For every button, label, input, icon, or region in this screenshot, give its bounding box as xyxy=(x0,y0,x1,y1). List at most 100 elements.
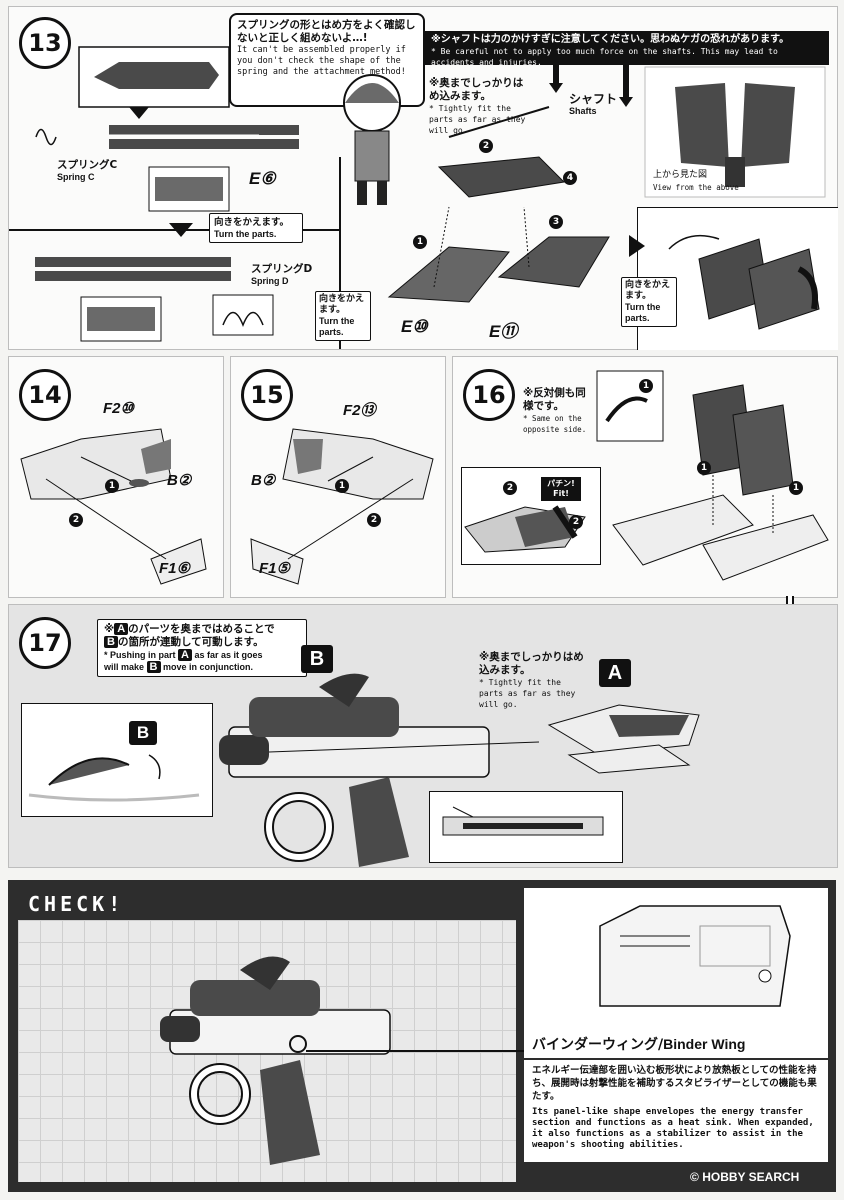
step13-order-1: 1 xyxy=(413,235,427,249)
step16-inset-illustration xyxy=(464,505,586,553)
spring-note-en: It can't be assembled properly if you do… xyxy=(237,45,406,77)
down-arrow-icon xyxy=(169,223,193,237)
spring-c-insertion-assembly xyxy=(109,125,299,149)
shaft-jp: シャフト xyxy=(569,92,618,106)
turn2-en: Turn the parts. xyxy=(319,316,355,337)
shaft-label: シャフト Shafts xyxy=(569,93,617,117)
callout-b-large: B xyxy=(301,645,333,673)
part-e6: E⑥ xyxy=(249,169,276,188)
spring-c-en: Spring C xyxy=(57,172,95,182)
part-a-illustration xyxy=(547,704,700,774)
spring-c-jp: スプリングC xyxy=(57,159,118,171)
step13-order-3: 3 xyxy=(549,215,563,229)
opposite-jp: ※反対側も同様です。 xyxy=(523,387,586,412)
linkage-label-a: A xyxy=(114,623,129,635)
spring-d-illustration xyxy=(212,294,274,336)
check-weapon-illustration xyxy=(160,956,391,1165)
linkage-note-jp-a: ※ xyxy=(104,623,115,635)
step17-tight-fit-note: ※奥までしっかりはめ込みます。 * Tightly fit the parts … xyxy=(479,651,589,710)
view-above-label: 上から見た図 View from the above xyxy=(653,169,739,193)
spring-note-bubble: スプリングの形とはめ方をよく確認しないと正しく組めないよ…! It can't … xyxy=(229,13,425,107)
step13-main-assembly xyxy=(387,106,610,303)
opposite-side-note: ※反対側も同様です。 * Same on the opposite side. xyxy=(523,387,593,435)
step13-divider xyxy=(9,229,339,231)
linkage-note-en-b: as far as it goes xyxy=(194,650,263,660)
step14-part-bottom: F1⑥ xyxy=(159,560,190,577)
spring-d-insertion-assembly xyxy=(35,257,231,281)
step14-panel: 14 F2⑩ 1 2 B② F1⑥ xyxy=(8,356,224,598)
view-above-en: View from the above xyxy=(653,183,739,192)
linkage-label-b: B xyxy=(104,636,118,648)
turn3-jp: 向きをかえます。 xyxy=(625,280,671,301)
binder-wing-name-en: Binder Wing xyxy=(663,1036,746,1052)
step15-number: 15 xyxy=(241,369,293,421)
turn-parts-note: 向きをかえます。 Turn the parts. xyxy=(209,213,303,243)
part-e10: E⑩ xyxy=(401,317,428,336)
binder-wing-name-jp: バインダーウィング xyxy=(532,1037,658,1053)
tight-fit-jp: ※奥までしっかりはめ込みます。 xyxy=(429,77,524,102)
turn-en: Turn the parts. xyxy=(214,229,277,239)
turn-arrow-icon xyxy=(629,235,645,257)
hobby-search-watermark: © HOBBY SEARCH xyxy=(690,1170,799,1184)
spring-c-label: スプリングC Spring C xyxy=(57,159,117,183)
step16-number: 16 xyxy=(463,369,515,421)
binder-wing-description: エネルギー伝達部を囲い込む板形状により放熱板としての性能を持ち、展開時は射撃性能… xyxy=(524,1060,828,1162)
binder-wing-illustration xyxy=(599,905,791,1007)
tight-fit-note: ※奥までしっかりはめ込みます。 * Tightly fit the parts … xyxy=(429,77,529,136)
step13-order-2: 2 xyxy=(479,139,493,153)
binder-wing-title: バインダーウィング/Binder Wing xyxy=(524,1030,828,1058)
spring-d-jp: スプリングD xyxy=(251,263,313,275)
turn-parts-note-3: 向きをかえます。 Turn the parts. xyxy=(621,277,677,327)
linkage-note-en-c: will make xyxy=(104,662,145,672)
step15-panel: 15 F2⑬ B② 1 2 F1⑤ xyxy=(230,356,446,598)
part-e11: E⑪ xyxy=(489,322,518,341)
spring-c-closeup xyxy=(148,166,230,212)
weapon-assembly-illustration xyxy=(219,673,540,867)
step17-number: 17 xyxy=(19,617,71,669)
zoom-detail-illustration xyxy=(442,806,604,836)
linkage-label-b-en: B xyxy=(146,661,161,673)
turn2-jp: 向きをかえます。 xyxy=(319,294,365,315)
step16-closeup-order-1: 1 xyxy=(639,379,653,393)
step15-order-2: 2 xyxy=(367,513,381,527)
turned-parts-illustration xyxy=(668,234,820,330)
step16-inset-order-2: 2 xyxy=(503,481,517,495)
opposite-en: * Same on the opposite side. xyxy=(523,414,587,434)
detail-b-label: B xyxy=(129,721,157,745)
linkage-note-jp-c: の箇所が連動して可動します。 xyxy=(117,636,264,648)
linkage-note-en: * Pushing in part A as far as it goes wi… xyxy=(104,649,300,673)
step16-order-1a: 1 xyxy=(697,461,711,475)
step16-inset-order-2b: 2 xyxy=(569,515,583,529)
callout-a-large: A xyxy=(599,659,631,687)
step14-number: 14 xyxy=(19,369,71,421)
step14-plate-illustration xyxy=(20,428,207,585)
view-above-jp: 上から見た図 xyxy=(653,170,708,180)
step15-part-mid: B② xyxy=(251,472,276,489)
check-title: CHECK! xyxy=(28,892,125,916)
check-pointer-line xyxy=(306,1050,532,1052)
linkage-label-a-en: A xyxy=(178,649,192,661)
part-assembly-illustration-top xyxy=(78,46,230,119)
copyright-icon: © xyxy=(690,1170,703,1184)
step14-part-top: F2⑩ xyxy=(103,400,134,417)
step13-vdivider xyxy=(339,157,341,349)
view-from-above-illustration xyxy=(644,66,826,198)
step15-plate-illustration xyxy=(250,428,434,585)
turn3-en: Turn the parts. xyxy=(625,302,661,323)
fit-sound-badge: パチン! Fit! xyxy=(541,477,581,501)
step15-order-1: 1 xyxy=(335,479,349,493)
linkage-note-en-d: move in conjunction. xyxy=(163,662,254,672)
step16-panel: 16 ※反対側も同様です。 * Same on the opposite sid… xyxy=(452,356,838,598)
spring-note-jp: スプリングの形とはめ方をよく確認しないと正しく組めないよ…! xyxy=(237,19,416,44)
binder-wing-name-sep: / xyxy=(658,1037,664,1053)
linkage-note-jp-b: のパーツを奥まではめることで xyxy=(128,623,275,635)
step13-number: 13 xyxy=(19,17,71,69)
shaft-insert-arrows xyxy=(549,63,633,107)
detail-b-illustration xyxy=(28,754,200,802)
step17-tight-fit-jp: ※奥までしっかりはめ込みます。 xyxy=(479,651,584,676)
step13-order-4: 4 xyxy=(563,171,577,185)
step16-order-1b: 1 xyxy=(789,481,803,495)
